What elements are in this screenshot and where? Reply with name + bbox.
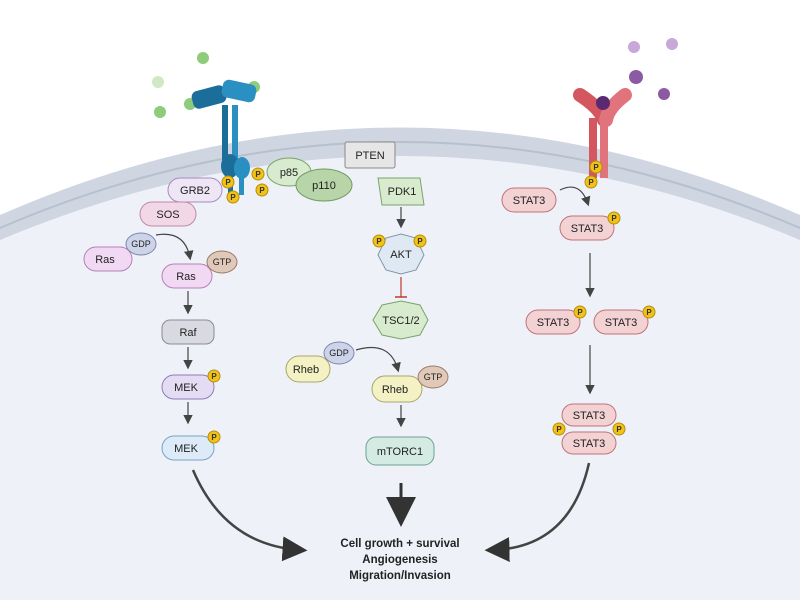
pdk1-label: PDK1 [388,186,417,198]
pten-label: PTEN [355,150,384,162]
phospho-akt-2: P [413,234,427,248]
svg-text:P: P [593,163,599,172]
ras-gtp-label: Ras [176,271,196,283]
stat3-f-label: STAT3 [573,438,606,450]
svg-text:P: P [211,433,217,442]
phospho-dimer-2: P [612,422,626,436]
ras-gdp-badge: GDP [131,239,151,249]
pi3k-branch: PTEN p85 p110 PDK1 AKT TSC1/2 Rheb GDP R… [266,141,449,527]
p110-label: p110 [312,180,336,192]
phospho-dimer-1: P [552,422,566,436]
svg-text:P: P [259,186,265,195]
phospho-receptor-2: P [584,175,598,189]
stat3-b-label: STAT3 [571,223,604,235]
phospho-rtk-3: P [251,167,265,181]
grb2-label: GRB2 [180,185,210,197]
phospho-stat3-d: P [642,305,656,319]
svg-text:P: P [376,237,382,246]
cell-outcomes: Cell growth + survival Angiogenesis Migr… [340,538,459,582]
ras-gdp-label: Ras [95,254,115,266]
mapk-branch: GRB2 SOS Ras GDP Ras GTP Raf MEK MEK [83,177,308,562]
phospho-rtk-2: P [226,190,240,204]
outcome-line-1: Cell growth + survival [340,538,459,550]
outcome-line-2: Angiogenesis [362,554,437,566]
stat3-d-label: STAT3 [605,317,638,329]
sos-label: SOS [156,209,179,221]
phospho-stat3-c: P [573,305,587,319]
tsc-label: TSC1/2 [382,315,419,327]
raf-label: Raf [179,327,197,339]
mtorc1-label: mTORC1 [377,446,423,458]
phospho-receptor-1: P [589,160,603,174]
mek1-label: MEK [174,382,199,394]
ras-gtp-badge: GTP [213,257,232,267]
rheb-gtp-label: Rheb [382,384,408,396]
phospho-groups: P P P P P P P P P P P P P P P [207,160,656,444]
gtp-label: GTP [424,372,443,382]
mek2-label: MEK [174,443,199,455]
svg-text:P: P [211,372,217,381]
outcome-line-3: Migration/Invasion [349,570,451,582]
svg-text:P: P [611,214,617,223]
svg-text:P: P [616,425,622,434]
svg-text:P: P [646,308,652,317]
svg-text:P: P [225,178,231,187]
stat3-a-label: STAT3 [513,195,546,207]
svg-text:P: P [588,178,594,187]
phospho-mek2: P [207,430,221,444]
svg-text:P: P [255,170,261,179]
svg-text:P: P [577,308,583,317]
svg-text:P: P [417,237,423,246]
stat3-c-label: STAT3 [537,317,570,329]
p85-label: p85 [280,167,298,179]
svg-text:P: P [556,425,562,434]
cytokine-receptor [573,38,678,178]
stat3-e-label: STAT3 [573,410,606,422]
phospho-stat3-b: P [607,211,621,225]
phospho-rtk-1: P [221,175,235,189]
phospho-akt-1: P [372,234,386,248]
stat3-branch: STAT3 STAT3 STAT3 STAT3 STAT3 STAT3 [484,186,649,563]
phospho-rtk-4: P [255,183,269,197]
svg-text:P: P [230,193,236,202]
rheb-gdp-label: Rheb [293,364,319,376]
akt-label: AKT [390,249,412,261]
phospho-mek1: P [207,369,221,383]
gdp-label: GDP [329,348,349,358]
